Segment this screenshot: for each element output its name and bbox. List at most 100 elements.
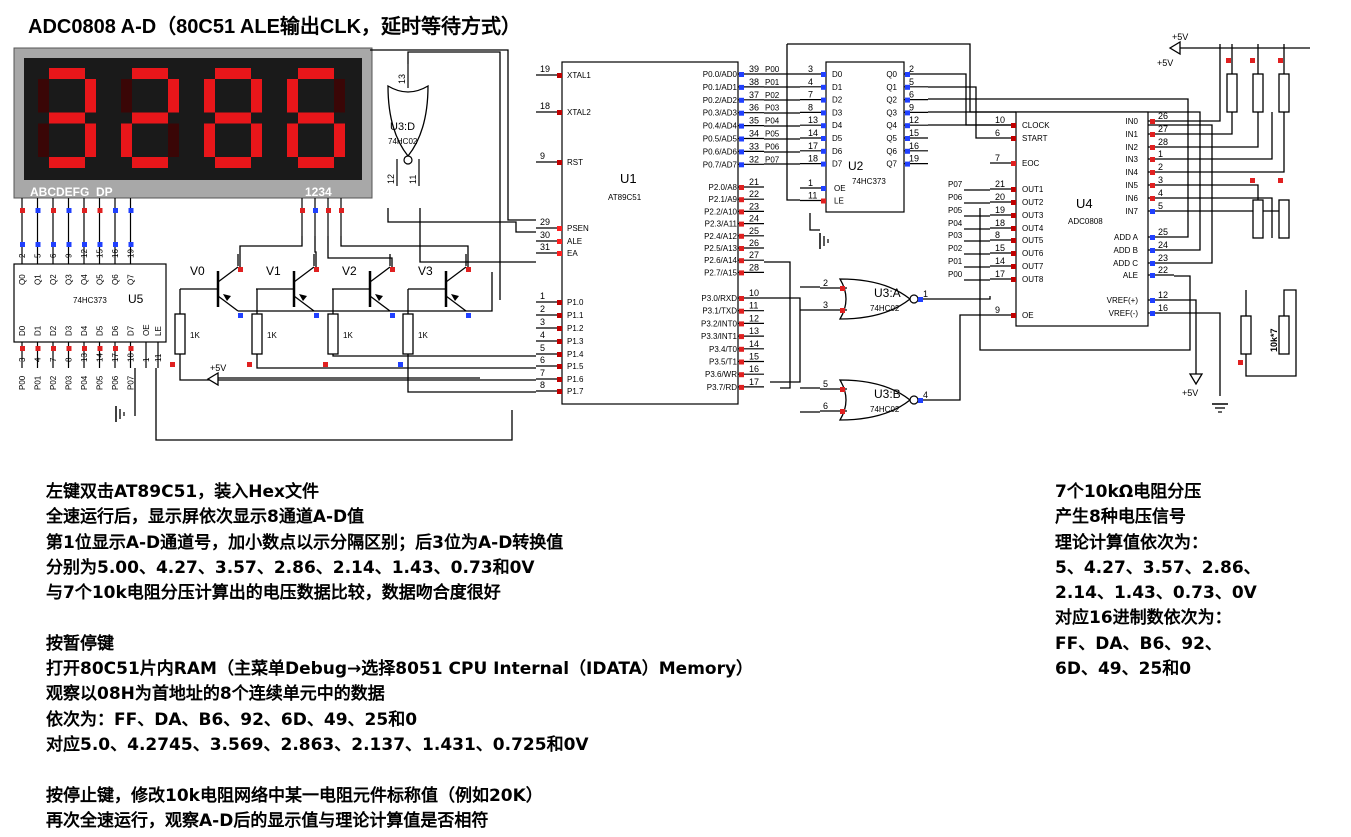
display-segment xyxy=(334,123,345,157)
wire xyxy=(419,208,536,263)
u5-latch[interactable]: U574HC3732Q05Q16Q29Q312Q415Q516Q619Q7D03… xyxy=(13,238,167,390)
u4-part: ADC0808 xyxy=(1068,217,1103,226)
pin-state-marker xyxy=(905,84,910,90)
pin-state-marker xyxy=(557,73,562,78)
u5-pin-name: Q3 xyxy=(65,274,74,285)
display-segment xyxy=(38,123,49,157)
u1-pin-name: P0.0/AD0 xyxy=(703,70,738,79)
instruction-line: 分别为5.00、4.27、3.57、2.86、2.14、1.43、0.73和0V xyxy=(46,557,535,578)
u1-pin-num: 31 xyxy=(540,242,550,252)
power-supply-symbol: +5V xyxy=(1182,373,1204,398)
divider-resistor[interactable] xyxy=(1278,199,1290,239)
u5-net-label: P02 xyxy=(49,375,58,390)
instruction-line: 打开80C51片内RAM（主菜单Debug→选择8051 CPU Interna… xyxy=(46,659,754,680)
u4-pin-num: 28 xyxy=(1158,137,1168,147)
wire xyxy=(1174,210,1285,238)
pin-state-marker xyxy=(821,72,826,77)
pin-state-marker xyxy=(905,161,910,167)
wire xyxy=(407,354,536,393)
base-resistor[interactable]: 1K xyxy=(402,313,428,355)
u4-pin-num: 17 xyxy=(995,269,1005,279)
pin-state-marker xyxy=(557,364,562,369)
u4-pin-num: 22 xyxy=(1158,265,1168,275)
u1-pin-num: 36 xyxy=(749,103,759,113)
u2-pin-num: 13 xyxy=(808,115,818,125)
u1-pin-num: 3 xyxy=(540,317,545,327)
divider-resistor[interactable] xyxy=(1252,73,1264,113)
divider-resistor[interactable] xyxy=(1252,199,1264,239)
display-segment xyxy=(204,79,215,113)
pin-state-marker xyxy=(739,221,744,227)
pin-state-marker xyxy=(113,242,118,247)
ground-symbol xyxy=(115,233,829,422)
wire xyxy=(1174,312,1221,396)
pin-state-marker xyxy=(128,208,134,213)
divider-resistor[interactable] xyxy=(1226,73,1238,113)
pin-state-marker xyxy=(905,123,910,129)
pin-state-marker xyxy=(840,286,845,291)
u5-net-label: P04 xyxy=(80,375,89,390)
pin-state-marker xyxy=(128,242,134,247)
transistor-ref: V2 xyxy=(342,264,357,278)
pin-state-marker xyxy=(20,208,25,213)
display-segment xyxy=(49,112,85,124)
instruction-line: 再次全速运行，观察A-D后的显示值与理论计算值是否相符 xyxy=(46,810,489,831)
u5-net-label: P01 xyxy=(34,375,43,390)
pin-state-marker xyxy=(739,136,744,142)
u1-microcontroller[interactable]: U1AT89C5119XTAL118XTAL29RST29PSEN30ALE31… xyxy=(536,61,780,405)
u2-pin-num: 4 xyxy=(808,77,813,87)
gate-ref: U3:D xyxy=(390,121,415,133)
u4-net-label: P05 xyxy=(948,206,963,215)
divider-resistor[interactable] xyxy=(1240,315,1252,355)
pin-state-marker xyxy=(557,377,562,382)
divider-label: 10k*7 xyxy=(1269,328,1279,352)
u4-adc[interactable]: U4ADC080810CLOCK6START7EOC21OUT1P0720OUT… xyxy=(948,111,1174,327)
pin-state-marker xyxy=(247,362,252,367)
u2-latch[interactable]: U274HC3733D04D17D28D313D414D517D618D72Q0… xyxy=(800,61,928,213)
instruction-line: 理论计算值依次为： xyxy=(1055,532,1208,553)
u4-pin-name: ALE xyxy=(1123,271,1138,280)
gate-part: 74HC02 xyxy=(870,405,900,414)
u5-pin-num: 16 xyxy=(111,249,120,258)
u5-pin-name: Q1 xyxy=(34,274,43,285)
u1-pin-name: P0.2/AD2 xyxy=(703,96,738,105)
wire xyxy=(332,354,536,357)
u2-pin-num: 18 xyxy=(808,154,818,164)
base-resistor[interactable]: 1K xyxy=(327,313,353,355)
base-resistor[interactable]: 1K xyxy=(251,313,277,355)
u5-pin-name: D6 xyxy=(111,325,120,336)
pnp-transistor[interactable]: V3 xyxy=(408,264,471,318)
base-resistor[interactable]: 1K xyxy=(174,313,200,355)
u2-pin-name: D3 xyxy=(832,108,843,117)
u5-net-label: P07 xyxy=(127,375,136,390)
u2-pin-name: OE xyxy=(834,184,846,193)
display-segment xyxy=(287,123,298,157)
u5-pin-name: D1 xyxy=(34,325,43,336)
pin-state-marker xyxy=(1238,360,1243,365)
display-segment xyxy=(168,79,179,113)
u4-pin-num: 6 xyxy=(995,128,1000,138)
u1-pin-num: 18 xyxy=(540,101,550,111)
u1-pin-name: P1.3 xyxy=(567,337,584,346)
pnp-transistor[interactable]: V1 xyxy=(256,264,319,318)
u1-pin-name: P0.3/AD3 xyxy=(703,109,738,118)
u4-pin-name: IN7 xyxy=(1126,207,1139,216)
pin-state-marker xyxy=(1011,161,1016,166)
u4-pin-num: 9 xyxy=(995,305,1000,315)
u1-pin-num: 30 xyxy=(540,230,550,240)
u2-pin-name: D1 xyxy=(832,83,843,92)
divider-resistor[interactable] xyxy=(1278,73,1290,113)
pin-state-marker xyxy=(821,161,826,167)
divider-resistor[interactable] xyxy=(1278,315,1290,355)
instructions-right: 7个10kΩ电阻分压产生8种电压信号理论计算值依次为：5、4.27、3.57、2… xyxy=(1055,480,1261,682)
pnp-transistor[interactable]: V0 xyxy=(180,264,243,318)
u4-pin-name: EOC xyxy=(1022,159,1040,168)
u1-pin-num: 27 xyxy=(749,250,759,260)
pnp-transistor[interactable]: V2 xyxy=(332,264,395,318)
wire xyxy=(1174,44,1221,122)
pin-state-marker xyxy=(113,346,118,351)
u5-pin-name: Q4 xyxy=(80,274,89,285)
